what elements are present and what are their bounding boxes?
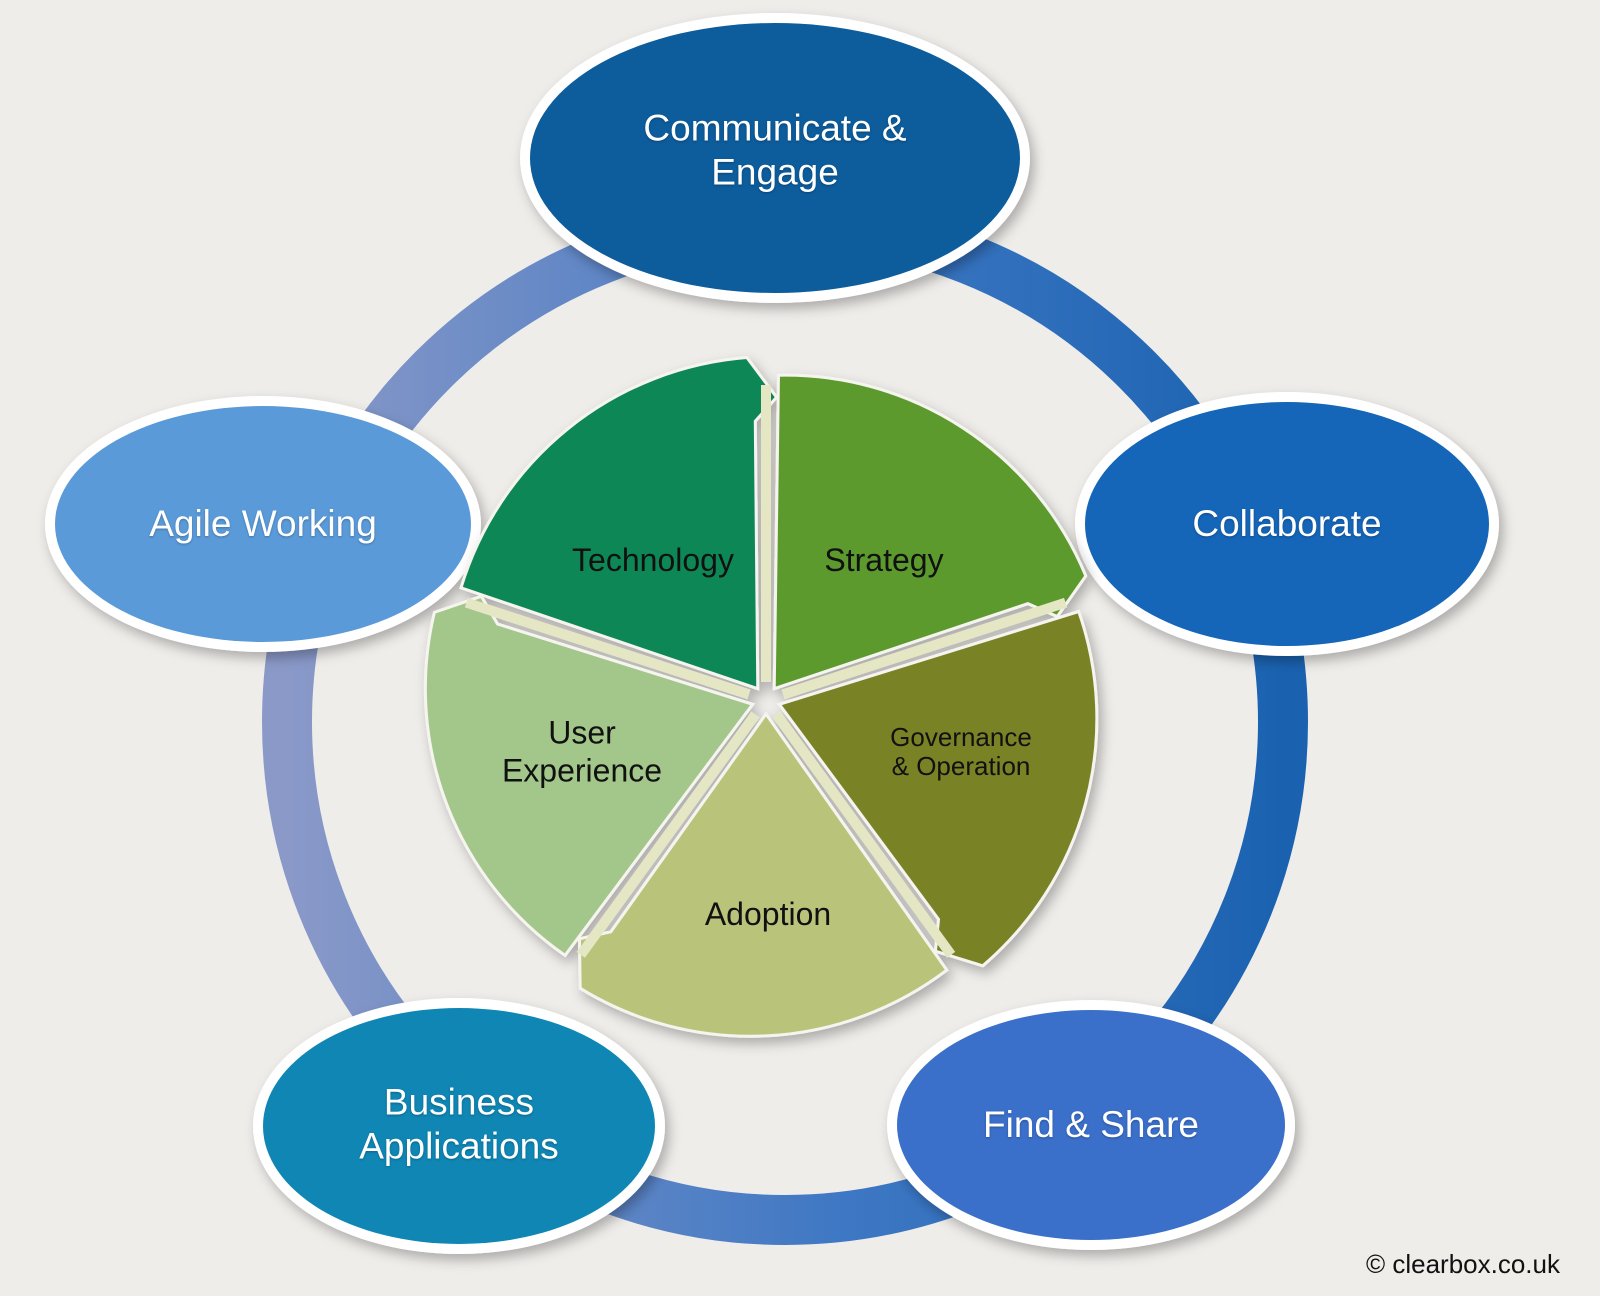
node-oval [263, 1008, 655, 1244]
segment-divider [772, 711, 956, 958]
segment-user-experience [423, 594, 756, 958]
copyright-text: © clearbox.co.uk [1365, 1249, 1560, 1279]
node-communicate-engage [520, 13, 1030, 303]
segment-label-user-experience: User Experience [502, 714, 662, 791]
segment-label-line: & Operation [891, 751, 1031, 781]
node-agile-working [45, 396, 481, 652]
node-oval [55, 406, 471, 642]
node-label-line: Find & Share [983, 1104, 1199, 1146]
node-label-business-applications: Business Applications [359, 1080, 559, 1167]
node-collaborate [1075, 392, 1499, 656]
node-label-line: Collaborate [1192, 503, 1382, 545]
segment-label-governance-operation: Governance & Operation [890, 721, 1032, 781]
node-label-communicate-engage: Communicate & Engage [643, 106, 906, 193]
segment-divider [781, 597, 1068, 700]
node-business-applications [253, 998, 665, 1254]
node-label-line: Engage [711, 151, 839, 192]
node-oval [897, 1010, 1285, 1240]
node-label-collaborate: Collaborate [1192, 502, 1381, 546]
segment-label-line: Governance [890, 721, 1032, 752]
segment-technology [459, 355, 779, 691]
node-label-line: Agile Working [149, 503, 377, 545]
segment-divider [576, 711, 760, 958]
segment-label-strategy: Strategy [824, 541, 943, 579]
node-label-line: Communicate & [643, 107, 907, 149]
inner-cycle [423, 355, 1099, 1038]
node-label-find-share: Find & Share [983, 1103, 1199, 1147]
segment-label-line: Experience [501, 753, 663, 789]
segment-label-line: Strategy [824, 541, 944, 578]
segment-label-technology: Technology [572, 541, 734, 579]
node-oval [1085, 402, 1489, 646]
node-label-line: Business [383, 1081, 535, 1123]
node-label-agile-working: Agile Working [149, 502, 377, 546]
node-find-share [887, 1000, 1295, 1250]
node-label-line: Applications [359, 1125, 559, 1166]
node-oval [530, 23, 1020, 293]
segment-label-line: User [548, 714, 616, 751]
segment-divider [464, 597, 751, 700]
segment-governance-operation [776, 609, 1099, 968]
segment-label-line: Adoption [704, 895, 832, 932]
segment-label-line: Technology [572, 541, 734, 578]
segment-label-adoption: Adoption [705, 895, 831, 933]
segment-adoption [577, 711, 949, 1038]
segment-strategy [772, 373, 1088, 691]
